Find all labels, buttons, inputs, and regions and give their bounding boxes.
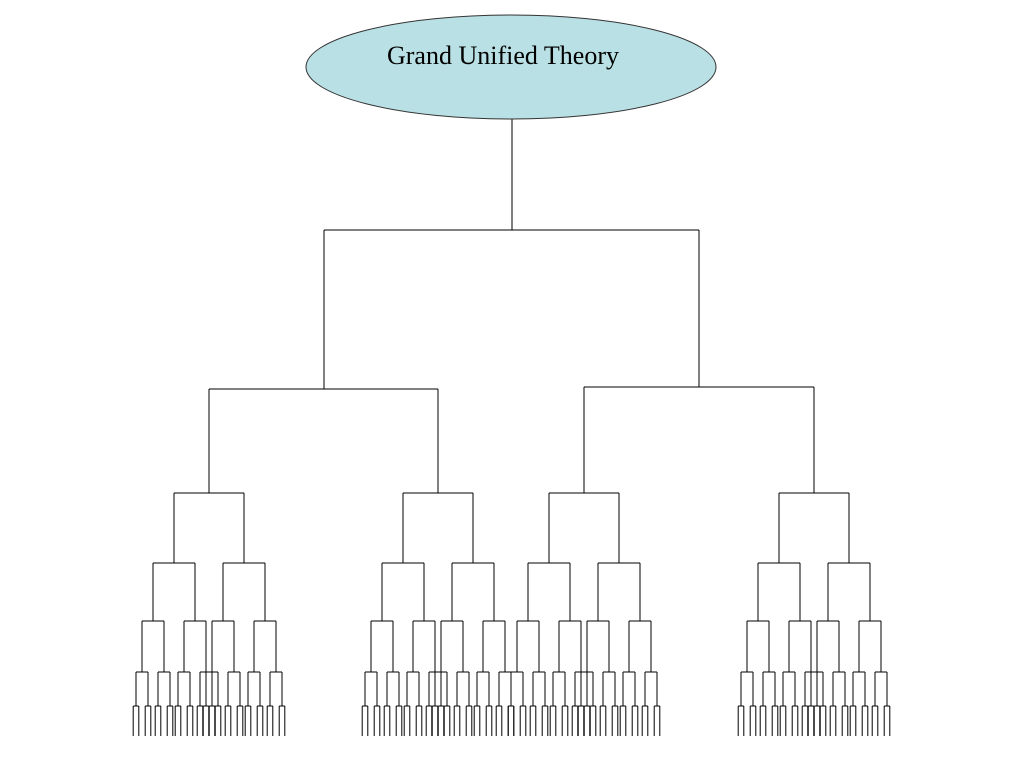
tree-edges	[132, 119, 891, 736]
root-ellipse	[305, 14, 717, 120]
root-node: Grand Unified Theory	[305, 14, 717, 120]
root-label: Grand Unified Theory	[387, 41, 619, 70]
